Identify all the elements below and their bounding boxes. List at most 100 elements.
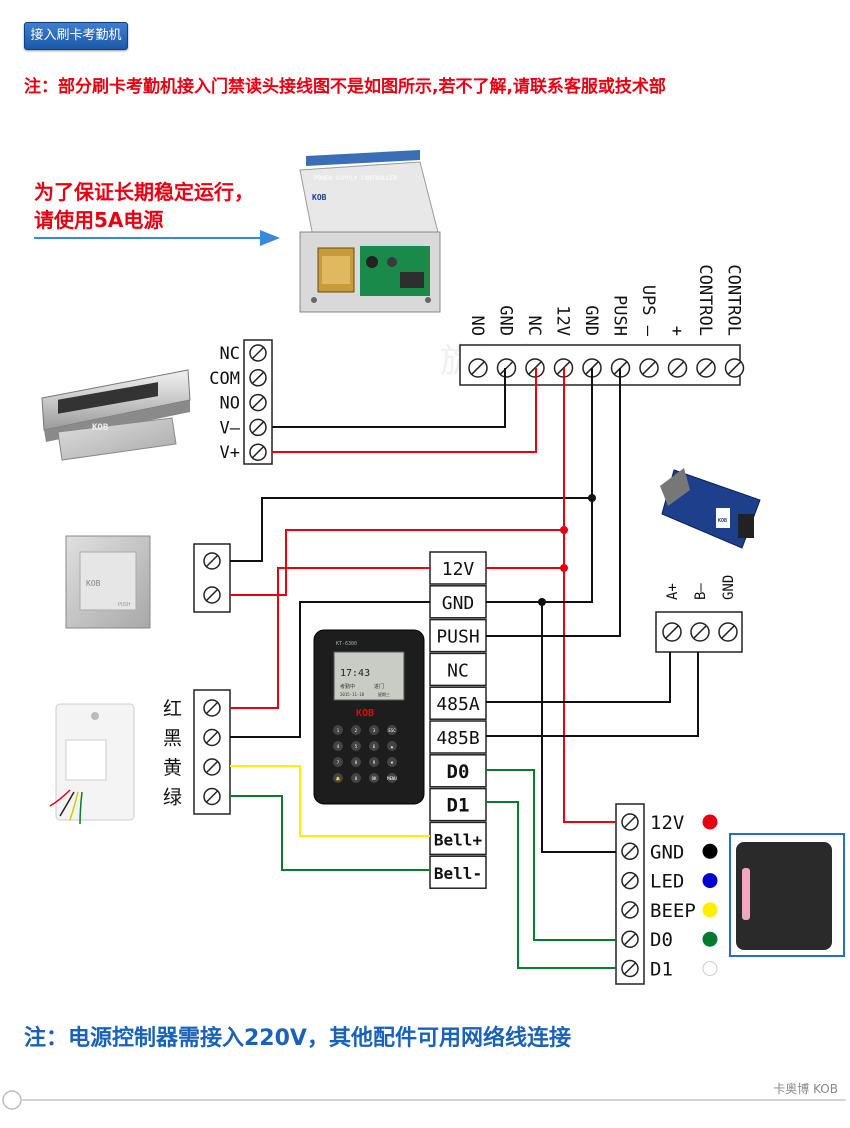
terminal-screen-row1: 考勤中 bbox=[340, 683, 355, 690]
reader-screw bbox=[621, 813, 639, 831]
power-note-line2: 请使用5A电源 bbox=[34, 208, 164, 232]
rs485-screw bbox=[690, 622, 710, 642]
terminal-pin-label: PUSH bbox=[436, 627, 479, 648]
keypad-key: 🔔 bbox=[333, 773, 343, 783]
psu-terminal-label: CONTROL bbox=[695, 264, 715, 336]
terminal-pin-label: Bell- bbox=[434, 864, 482, 883]
reader-terminal-block bbox=[615, 803, 645, 985]
reader-pin-color-dot bbox=[702, 961, 718, 976]
terminal-pin: Bell- bbox=[429, 855, 487, 889]
reader-pin-label: BEEP bbox=[650, 900, 696, 922]
terminal-pin-label: D0 bbox=[447, 761, 470, 783]
reader-pin-label: D1 bbox=[650, 959, 673, 981]
top-note: 注：部分刷卡考勤机接入门禁读头接线图不是如图所示,若不了解,请联系客服或技术部 bbox=[24, 77, 666, 97]
doorbell-screw bbox=[203, 728, 221, 747]
reader-screw bbox=[621, 901, 639, 919]
terminal-pin: GND bbox=[429, 585, 487, 619]
reader-pin-color-dot bbox=[702, 814, 718, 830]
psu-screw bbox=[667, 358, 688, 378]
psu-screw bbox=[496, 358, 517, 378]
attendance-terminal-image: KT-6300 17:43 考勤中 进门 2015-11-18 星期三 KOB … bbox=[313, 629, 425, 805]
doorbell-wire-label: 红 bbox=[163, 698, 182, 720]
rs485-brand: KOB bbox=[718, 518, 727, 524]
lock-screw bbox=[249, 393, 267, 412]
terminal-pin-label: NC bbox=[447, 660, 469, 681]
terminal-pin: D0 bbox=[429, 754, 487, 788]
svg-text:MENU: MENU bbox=[387, 776, 397, 781]
keypad-key: 5 bbox=[351, 741, 361, 751]
wires bbox=[230, 368, 699, 969]
psu-terminal-label: 12V bbox=[553, 305, 573, 336]
svg-text:0: 0 bbox=[355, 776, 358, 781]
psu-brand: KOB bbox=[312, 193, 327, 202]
tab-button[interactable]: 接入刷卡考勤机 bbox=[24, 22, 128, 50]
doorbell-screw bbox=[203, 787, 221, 806]
psu-label: POWER SUPPLY CONTROLLER bbox=[314, 175, 397, 182]
psu-terminal-label: GND bbox=[581, 305, 601, 336]
psu-screw bbox=[696, 358, 716, 378]
keypad-key: 8 bbox=[351, 757, 361, 767]
terminal-screen-day: 星期三 bbox=[378, 691, 390, 697]
psu-terminal-label: UPS – bbox=[638, 285, 658, 337]
rs485-converter-image: KOB bbox=[660, 468, 761, 549]
terminal-brand: KOB bbox=[356, 708, 374, 719]
rs485-terminal-label: GND bbox=[721, 575, 737, 600]
svg-text:4: 4 bbox=[337, 744, 340, 749]
svg-text:OK: OK bbox=[372, 776, 377, 781]
reader-pin-color-dot bbox=[702, 931, 718, 947]
lock-screw bbox=[249, 443, 267, 461]
keypad-key: 7 bbox=[333, 757, 343, 767]
doorbell-image bbox=[49, 703, 135, 825]
psu-screw bbox=[724, 358, 745, 378]
lock-screw bbox=[249, 369, 267, 387]
svg-text:🔔: 🔔 bbox=[336, 776, 341, 781]
reader-pin-color-dot bbox=[702, 873, 718, 889]
card-reader-image bbox=[729, 833, 845, 957]
svg-text:5: 5 bbox=[355, 744, 358, 749]
terminal-pin: 12V bbox=[429, 551, 487, 585]
terminal-pin: 485A bbox=[429, 686, 487, 720]
keypad-key: 4 bbox=[333, 741, 343, 751]
terminal-screen-row2: 进门 bbox=[374, 683, 384, 690]
doorbell-wire-label: 黑 bbox=[163, 728, 182, 750]
keypad-key: 3 bbox=[369, 725, 379, 735]
exit-screws bbox=[203, 552, 221, 604]
lock-screws bbox=[249, 344, 267, 461]
svg-text:▲: ▲ bbox=[391, 744, 394, 749]
doorbell-wire-label: 绿 bbox=[163, 787, 182, 809]
psu-terminal-label: NC bbox=[524, 316, 544, 336]
doorbell-screw bbox=[203, 699, 221, 717]
psu-screw bbox=[468, 358, 488, 378]
svg-text:ESC: ESC bbox=[388, 728, 396, 733]
svg-text:3: 3 bbox=[373, 728, 376, 733]
keypad-key: 2 bbox=[351, 725, 361, 735]
footer-circle bbox=[2, 1090, 22, 1110]
terminal-time: 17:43 bbox=[340, 668, 370, 679]
reader-pin-label: GND bbox=[650, 841, 684, 863]
terminal-pin-label: Bell+ bbox=[434, 830, 483, 849]
svg-text:1: 1 bbox=[337, 728, 340, 733]
rs485-screw bbox=[718, 622, 738, 642]
svg-text:▼: ▼ bbox=[391, 760, 394, 765]
keypad-key: 1 bbox=[333, 725, 343, 735]
keypad-key: ▲ bbox=[387, 741, 397, 751]
terminal-pin-label: 485A bbox=[436, 694, 480, 715]
terminal-pin: NC bbox=[429, 652, 487, 687]
keypad-key: ESC bbox=[387, 725, 397, 735]
rs485-terminal-label: B– bbox=[693, 583, 709, 600]
terminal-pin: Bell+ bbox=[429, 821, 487, 856]
svg-text:7: 7 bbox=[337, 760, 340, 765]
svg-text:9: 9 bbox=[373, 760, 376, 765]
reader-screw bbox=[621, 871, 639, 890]
doorbell-screws bbox=[203, 699, 221, 806]
psu-screw bbox=[639, 358, 659, 378]
svg-text:2: 2 bbox=[355, 728, 358, 733]
power-supply-image: POWER SUPPLY CONTROLLER KOB bbox=[299, 149, 441, 313]
doorbell-wire-label: 黄 bbox=[163, 757, 182, 779]
